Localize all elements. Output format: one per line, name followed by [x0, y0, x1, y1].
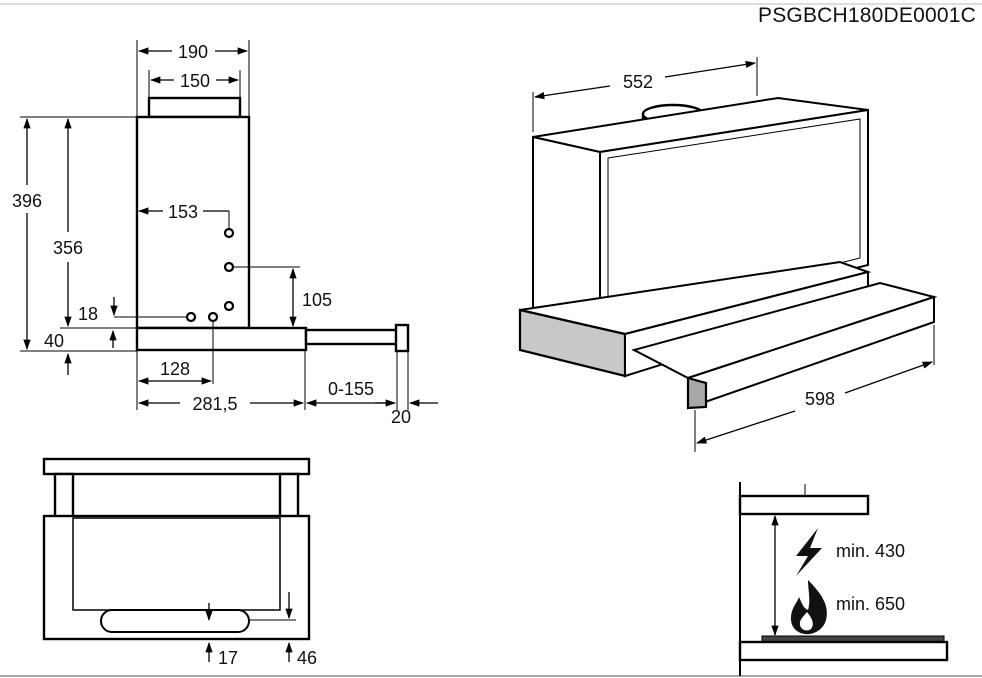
front-panel: [394, 323, 410, 353]
lightning-icon: [796, 528, 822, 576]
iso-drawer-side: [686, 376, 708, 410]
electric-clearance-label: min. 430: [836, 541, 905, 561]
mount-hole: [223, 261, 235, 273]
outlet-spigot: [147, 96, 242, 119]
dim-front-thickness: 20: [391, 407, 411, 427]
mount-hole: [207, 311, 219, 323]
front-view: 17 46: [42, 457, 317, 668]
dim-hole-height: 105: [302, 290, 332, 310]
front-right-post: [278, 472, 300, 520]
hood-body: [135, 115, 251, 330]
flame-icon: [790, 580, 827, 635]
side-view: 190 150 396 356 153 105 18 40: [12, 40, 438, 427]
dim-height-body: 356: [53, 238, 83, 258]
front-left-post: [53, 472, 75, 520]
flame-icon-inner: [799, 612, 813, 631]
isometric-view: 552 598: [518, 57, 938, 452]
front-dim-a: 17: [218, 648, 238, 668]
gas-clearance-label: min. 650: [836, 594, 905, 614]
iso-dim-width: 598: [805, 389, 835, 409]
mount-hole: [223, 227, 235, 239]
base-plate: [135, 326, 308, 352]
worktop: [738, 640, 949, 662]
front-handle: [100, 609, 250, 633]
hood-shelf: [738, 494, 870, 516]
front-dim-b: 46: [297, 648, 317, 668]
iso-dim-depth: 552: [623, 72, 653, 92]
iso-body-front-inset: [607, 118, 861, 323]
extension-drawer: [304, 328, 400, 346]
dim-bottom-offset: 40: [44, 331, 64, 351]
front-top-shelf: [42, 457, 311, 476]
dim-width-top: 190: [178, 42, 208, 62]
dim-extension: 0-155: [328, 379, 374, 399]
product-code: PSGBCH180DE0001C: [758, 4, 976, 27]
mount-hole: [223, 300, 235, 312]
mount-hole: [185, 311, 197, 323]
clearance-view: min. 430 min. 650: [738, 482, 949, 676]
dim-width-outlet: 150: [180, 71, 210, 91]
dim-hole-bottom: 18: [78, 304, 98, 324]
dim-depth: 281,5: [192, 394, 237, 414]
dim-hole-depth: 128: [160, 359, 190, 379]
dim-height-total: 396: [12, 191, 42, 211]
dim-hole-from-wall: 153: [168, 202, 198, 222]
